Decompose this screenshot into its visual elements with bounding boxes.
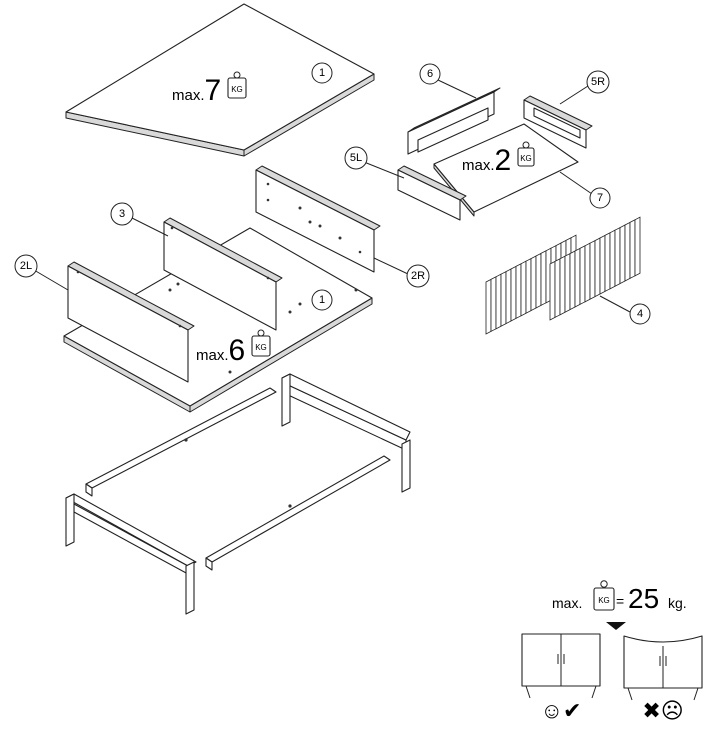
weight-icon: KG xyxy=(593,580,615,611)
svg-text:max.6: max.6 xyxy=(196,334,245,367)
bottom-load-prefix: max. xyxy=(196,347,229,364)
callout-side-right-label: 2R xyxy=(411,270,425,282)
slat xyxy=(564,252,571,313)
callout-side-left-label: 2L xyxy=(20,260,32,272)
top-load-value: 7 xyxy=(205,74,222,107)
total-load-prefix: max. xyxy=(552,595,582,611)
slat xyxy=(579,245,586,306)
svg-text:max.7: max.7 xyxy=(172,74,221,107)
cabinet-correct xyxy=(521,633,601,699)
callout-drawer-side-left-label: 5L xyxy=(350,152,362,164)
divider-panel xyxy=(163,217,283,331)
slat xyxy=(594,237,601,298)
slat xyxy=(559,255,566,316)
callout-side-left: 2L xyxy=(14,254,69,291)
svg-text:KG: KG xyxy=(231,85,243,94)
callout-drawer-side-left: 5L xyxy=(344,146,405,179)
drawer-side-right xyxy=(523,95,593,149)
slat xyxy=(609,229,616,290)
base-frame xyxy=(65,373,411,615)
total-load-value: 25 xyxy=(628,583,659,614)
callout-divider: 3 xyxy=(110,202,169,237)
top-panel xyxy=(65,3,375,157)
verdict-bad: ✖☹ xyxy=(642,698,683,723)
slat xyxy=(515,263,522,320)
weight-icon: KG xyxy=(251,329,271,357)
slat xyxy=(589,239,596,300)
slat xyxy=(500,270,507,327)
cabinet-overloaded xyxy=(623,635,703,701)
side-panel-right xyxy=(255,165,381,273)
slat xyxy=(505,268,512,325)
drawer-load-prefix: max. xyxy=(462,157,495,174)
callout-side-right: 2R xyxy=(373,257,430,288)
slat xyxy=(510,265,517,322)
slat xyxy=(490,276,497,333)
weight-icon: KG xyxy=(517,141,535,167)
top-load-prefix: max. xyxy=(172,87,205,104)
bottom-load-label: max.6 KG xyxy=(196,329,271,367)
slat xyxy=(554,258,561,319)
arrow-down-icon xyxy=(606,622,626,630)
slat xyxy=(485,278,492,335)
side-panel-left xyxy=(67,261,195,383)
slat xyxy=(495,273,502,330)
slat xyxy=(604,232,611,293)
slat xyxy=(634,216,641,277)
total-load-equals: = xyxy=(616,593,624,609)
slat xyxy=(549,260,556,321)
drawer-side-left xyxy=(397,165,467,221)
total-load-suffix: kg. xyxy=(668,595,687,611)
callout-drawer-side-right-label: 5R xyxy=(591,76,605,88)
slat xyxy=(624,221,631,282)
callout-back-slats-label: 4 xyxy=(637,308,643,320)
callout-back-slats: 4 xyxy=(599,295,651,325)
slat xyxy=(540,250,547,307)
svg-text:KG: KG xyxy=(598,596,610,605)
drawer-front xyxy=(407,87,501,155)
callout-bottom-panel-label: 1 xyxy=(319,294,325,306)
callout-drawer-front: 6 xyxy=(419,63,477,99)
slat xyxy=(619,224,626,285)
callout-drawer-front-label: 6 xyxy=(427,68,433,80)
slat xyxy=(569,250,576,311)
slat xyxy=(599,234,606,295)
total-load-label: max. KG = 25 kg. xyxy=(552,580,687,614)
slat xyxy=(525,257,532,314)
slat xyxy=(629,219,636,280)
weight-icon: KG xyxy=(227,71,247,99)
slat xyxy=(530,255,537,312)
callout-drawer-side-right: 5R xyxy=(559,70,610,105)
slat xyxy=(520,260,527,317)
svg-text:KG: KG xyxy=(520,154,532,163)
slat xyxy=(535,252,542,309)
slat xyxy=(614,226,621,287)
callout-top-panel-label: 1 xyxy=(319,67,325,79)
callout-drawer-bottom-label: 7 xyxy=(597,192,603,204)
slat-panel-right xyxy=(549,216,641,321)
top-load-label: max.7 KG xyxy=(172,71,247,107)
callout-divider-label: 3 xyxy=(119,208,125,220)
drawer-load-value: 2 xyxy=(495,144,512,177)
bottom-load-value: 6 xyxy=(229,334,246,367)
slat xyxy=(574,247,581,308)
drawer-load-label: max.2 KG xyxy=(462,141,535,177)
callout-bottom-panel: 1 xyxy=(311,289,333,311)
callout-top-panel: 1 xyxy=(311,62,333,84)
slat xyxy=(584,242,591,303)
svg-text:KG: KG xyxy=(255,343,267,352)
callout-drawer-bottom: 7 xyxy=(559,171,611,209)
verdict-good: ☺✔ xyxy=(541,698,582,723)
svg-text:max.2: max.2 xyxy=(462,144,511,177)
bottom-panel xyxy=(63,227,373,413)
